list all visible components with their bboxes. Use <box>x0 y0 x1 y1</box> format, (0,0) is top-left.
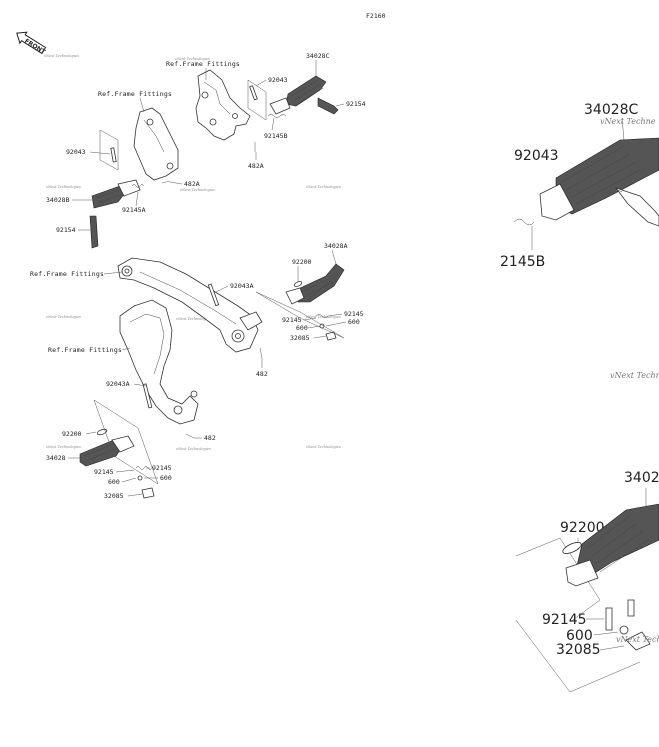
part-label-92043: 92043 <box>268 76 288 84</box>
zoom-label-32085: 32085 <box>556 642 601 658</box>
front-left-bolt <box>141 487 155 499</box>
part-label-34028c: 34028C <box>306 52 330 60</box>
rear-left-bracket <box>133 107 179 181</box>
front-right-clip <box>259 347 263 359</box>
part-label-92145: 92145 <box>344 310 364 318</box>
callouts: Ref.Frame Fittings 92043 34028C 92154 92… <box>30 52 366 500</box>
zoom-label-92145: 92145 <box>542 612 587 628</box>
part-label-600: 600 <box>160 474 172 482</box>
part-label-600: 600 <box>108 478 120 486</box>
front-left-footpeg <box>79 435 135 467</box>
part-label-92145: 92145 <box>94 468 114 476</box>
watermark: vNext Technologies <box>176 447 211 451</box>
part-label-32085: 32085 <box>104 492 124 500</box>
rear-left-pin <box>110 147 117 163</box>
part-label-34028b: 34028B <box>46 196 70 204</box>
watermark: vNext Technologies <box>176 317 211 321</box>
watermark: vNext Technologies <box>44 54 79 58</box>
watermark: vNext Technologies <box>46 185 81 189</box>
front-left-clip <box>185 433 195 439</box>
front-right-bracket <box>117 257 263 353</box>
front-left-washer <box>96 428 108 436</box>
part-label-600: 600 <box>296 324 308 332</box>
part-label-482: 482 <box>204 434 216 442</box>
watermark: vNext Technologies <box>46 315 81 319</box>
part-label-92043a: 92043A <box>106 380 130 388</box>
front-left-pin <box>142 383 153 409</box>
part-label-482a: 482A <box>184 180 200 188</box>
rear-right-pin <box>249 85 258 101</box>
ref-frame-label: Ref.Frame Fittings <box>48 346 122 354</box>
part-label-482a: 482A <box>248 162 264 170</box>
ref-frame-label: Ref.Frame Fittings <box>166 60 240 68</box>
watermark: vNext Technologies <box>306 185 341 189</box>
zoom-detail-lower: 3402 92200 vNext Techne 92145 600 32085 <box>515 470 659 693</box>
watermark: vNext Technologies <box>175 57 210 61</box>
front-right-pin <box>207 283 220 307</box>
watermark: vNext Techne <box>600 117 656 126</box>
front-right-washer <box>293 281 303 287</box>
assembly-guides <box>93 79 345 485</box>
front-right-bolt <box>325 331 337 341</box>
rear-right-spring <box>267 114 287 118</box>
rear-left-footpeg <box>91 179 141 209</box>
rear-right-bracket <box>195 69 251 141</box>
rear-left-rubber <box>89 215 99 249</box>
part-label-92154: 92154 <box>346 100 366 108</box>
part-label-92200: 92200 <box>62 430 82 438</box>
part-label-32085: 32085 <box>290 334 310 342</box>
rear-left-spring <box>131 184 145 188</box>
part-label-92145: 92145 <box>282 316 302 324</box>
watermark: vNext Technologies <box>306 445 341 449</box>
figure-code: F2160 <box>366 12 386 20</box>
part-label-92145: 92145 <box>152 464 172 472</box>
part-label-92043a: 92043A <box>230 282 254 290</box>
front-left-spring <box>135 466 153 481</box>
part-label-482: 482 <box>256 370 268 378</box>
zoom-label-34028c: 34028C <box>584 102 639 118</box>
front-right-footpeg <box>285 263 345 305</box>
rear-right-rubber <box>317 97 339 115</box>
part-label-34028: 34028 <box>46 454 66 462</box>
part-label-92043: 92043 <box>66 148 86 156</box>
rear-right-footpeg <box>269 75 327 115</box>
part-label-92200: 92200 <box>292 258 312 266</box>
watermark: vNext Techne <box>616 635 659 644</box>
part-label-92154: 92154 <box>56 226 76 234</box>
zoom-label-92200: 92200 <box>560 520 605 536</box>
part-label-92145b: 92145B <box>264 132 288 140</box>
part-label-92145a: 92145A <box>122 206 146 214</box>
zoom-label-34028: 3402 <box>624 470 659 486</box>
ref-frame-label: Ref.Frame Fittings <box>30 270 104 278</box>
zoom-detail-upper: 34028C 92043 vNext Techne 2145B <box>500 102 659 270</box>
watermark: vNext Technologies <box>180 188 215 192</box>
front-left-bracket <box>119 299 199 425</box>
zoom-label-92043: 92043 <box>514 148 559 164</box>
watermark: vNext Techne <box>610 371 659 380</box>
watermark: vNext Technologies <box>46 445 81 449</box>
zoom-label-600: 600 <box>566 628 593 644</box>
zoom-label-92145b: 2145B <box>500 254 545 270</box>
ref-frame-label: Ref.Frame Fittings <box>98 90 172 98</box>
rear-left-clip <box>161 180 171 184</box>
part-label-34028a: 34028A <box>324 242 348 250</box>
part-label-600: 600 <box>348 318 360 326</box>
